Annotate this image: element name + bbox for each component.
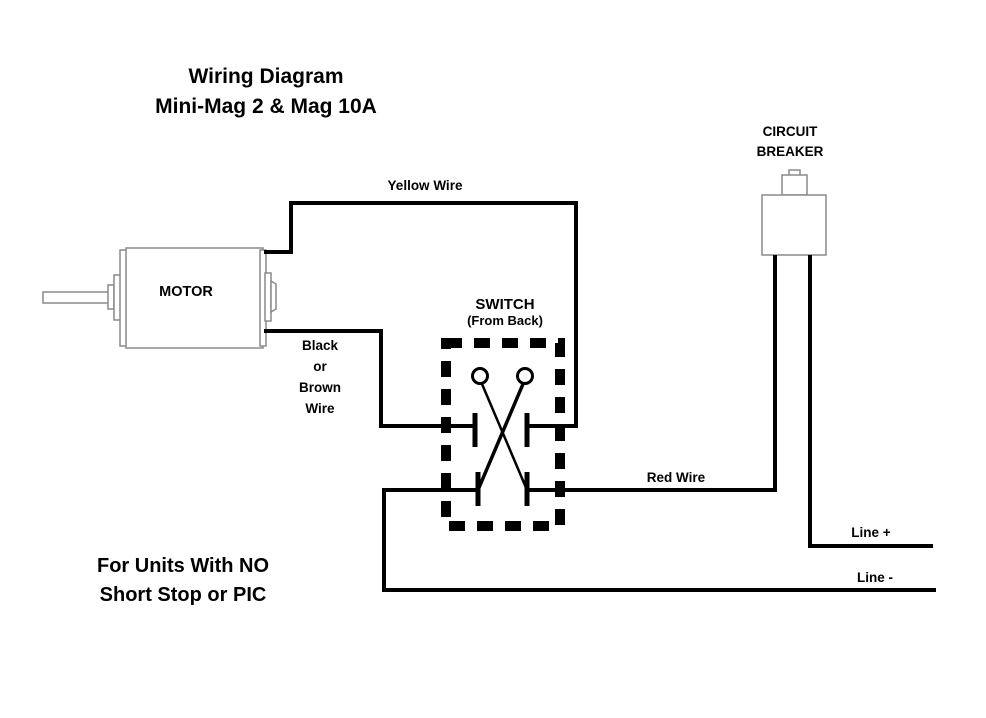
circuit-breaker [761, 169, 827, 256]
switch-label: SWITCH (From Back) [450, 296, 560, 327]
switch-contact-arm-a [480, 383, 529, 491]
motor-rear-bearing [264, 272, 272, 322]
line-plus-label: Line + [851, 525, 891, 540]
switch-contact-arm-b [476, 383, 525, 491]
motor [42, 247, 277, 349]
diagram-title-line1: Wiring Diagram [188, 65, 344, 88]
motor-rear-nub [270, 279, 277, 314]
switch-subtitle: (From Back) [467, 313, 543, 328]
units-note-line2: Short Stop or PIC [99, 584, 267, 606]
motor-shaft [42, 291, 112, 304]
circuit-breaker-label: CIRCUIT BREAKER [740, 122, 840, 162]
black-brown-wire-label: Black or Brown Wire [280, 335, 360, 419]
units-note: For Units With NO Short Stop or PIC [58, 552, 308, 610]
units-note-line1: For Units With NO [96, 555, 270, 577]
circuit-breaker-line2: BREAKER [756, 144, 824, 159]
black-brown-wire-label-2: or [313, 359, 327, 374]
circuit-breaker-line1: CIRCUIT [762, 124, 818, 139]
black-brown-wire [264, 329, 477, 428]
red-wire-label: Red Wire [646, 470, 706, 485]
switch-pivot-left [471, 367, 489, 385]
diagram-title: Wiring Diagram Mini-Mag 2 & Mag 10A [126, 62, 406, 122]
breaker-body [761, 194, 827, 256]
black-brown-wire-label-4: Wire [305, 401, 335, 416]
switch-internals [471, 367, 534, 506]
line-minus-label: Line - [857, 570, 893, 585]
motor-front-collar [107, 284, 115, 310]
line-plus-wire [808, 255, 933, 548]
breaker-button [781, 174, 808, 196]
motor-label: MOTOR [159, 284, 213, 300]
black-brown-wire-label-1: Black [301, 338, 339, 353]
switch-pivot-right [516, 367, 534, 385]
diagram-title-line2: Mini-Mag 2 & Mag 10A [155, 95, 377, 118]
black-brown-wire-label-3: Brown [299, 380, 341, 395]
switch-outline [441, 338, 565, 531]
switch-title: SWITCH [475, 296, 535, 313]
yellow-wire-label: Yellow Wire [387, 178, 463, 193]
red-wire [525, 255, 777, 492]
line-minus-wire [382, 488, 936, 592]
yellow-wire [264, 201, 578, 428]
